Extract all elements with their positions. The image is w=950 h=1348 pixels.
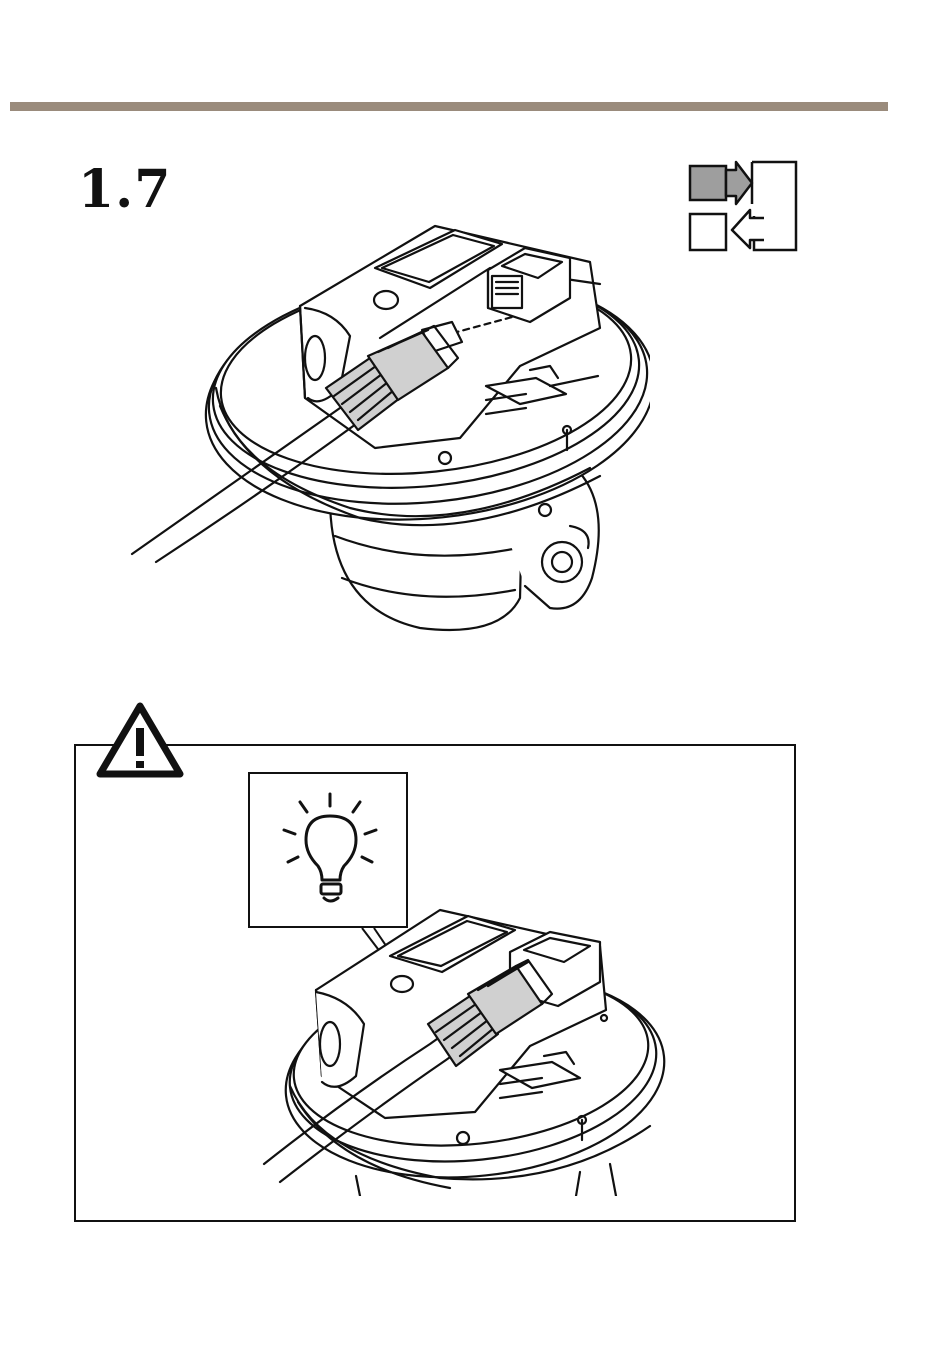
top-rule bbox=[10, 102, 888, 111]
lightbulb-callout-box bbox=[248, 772, 408, 928]
input-output-icon bbox=[686, 158, 800, 254]
lightbulb-icon bbox=[250, 774, 406, 926]
camera-led-closeup-illustration bbox=[260, 906, 670, 1196]
camera-network-cable-illustration bbox=[130, 218, 650, 636]
warning-triangle-icon bbox=[96, 700, 184, 782]
step-number: 1.7 bbox=[78, 160, 171, 220]
